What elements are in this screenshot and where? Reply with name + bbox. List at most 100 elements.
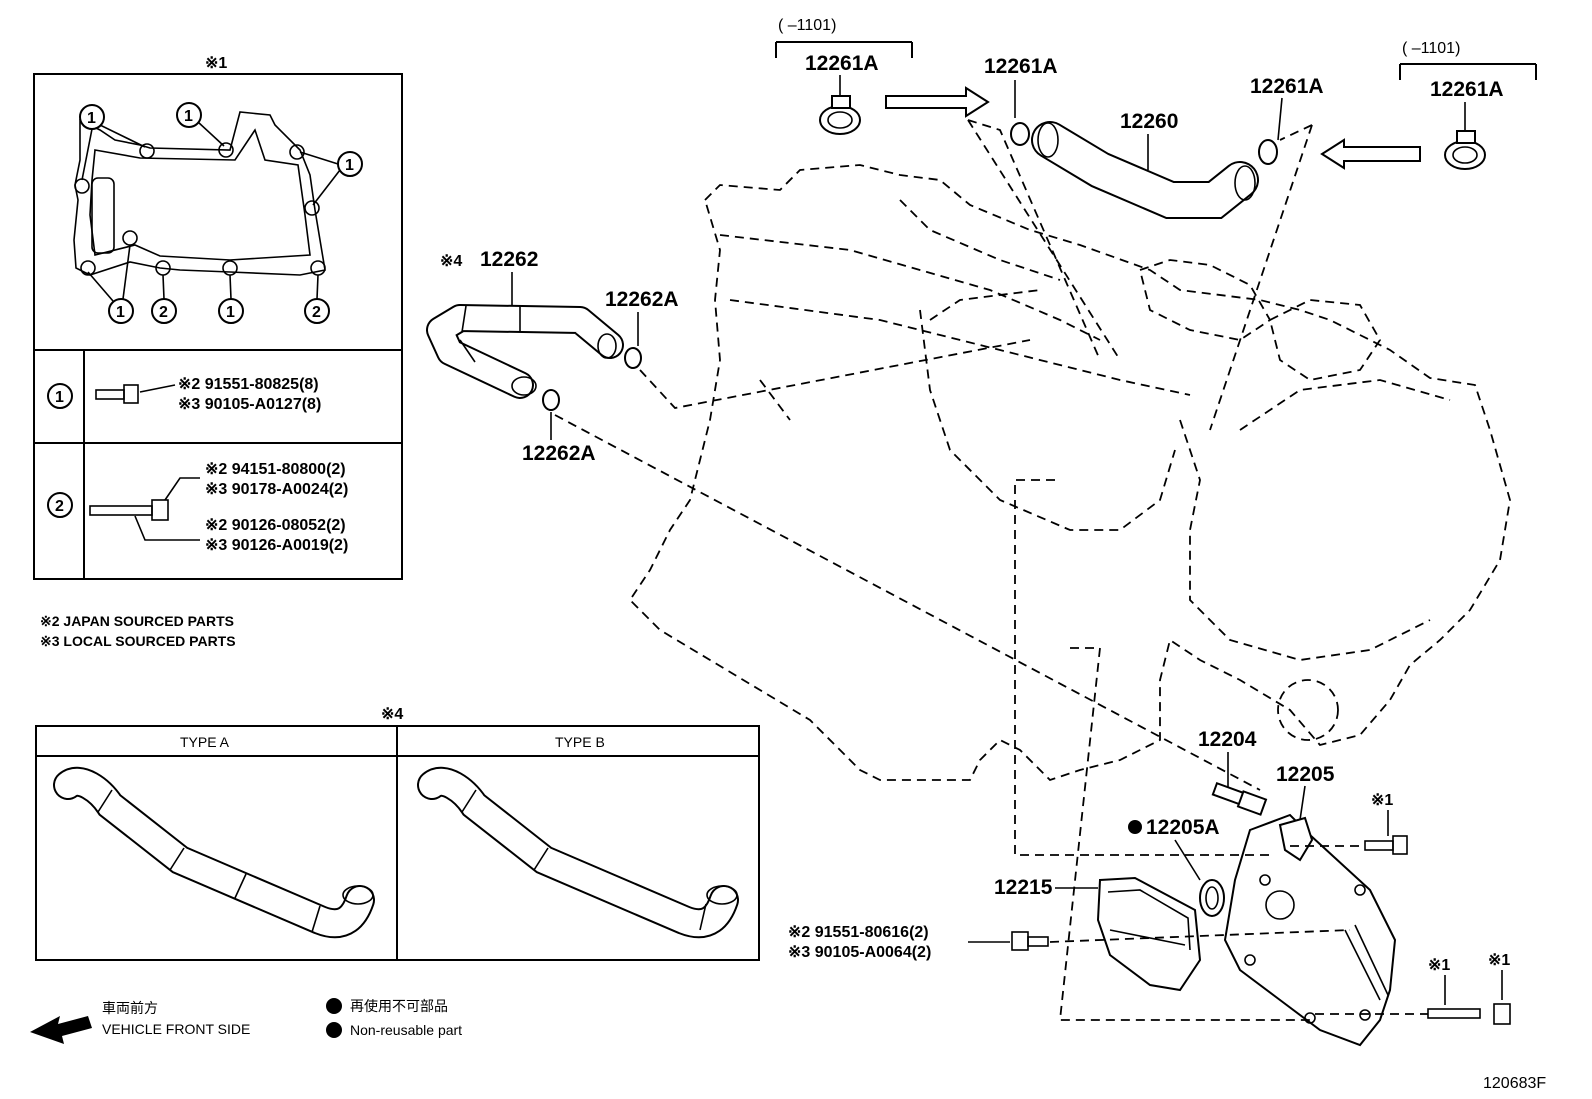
svg-text:1: 1 [184,108,193,125]
row1-part-local: ※3 90105-A0127(8) [178,396,321,413]
bolt-mark-1: ※1 [1371,792,1393,809]
gasket-hole [289,144,305,160]
label-12261a-4: 12261A [1430,78,1504,101]
stud-icon [89,505,153,516]
clamp-ring-icon [624,347,642,369]
gasket-hole [222,260,238,276]
label-12204: 12204 [1198,728,1257,751]
note-local-sourced: ※3 LOCAL SOURCED PARTS [40,633,236,649]
svg-text:1: 1 [226,304,235,321]
callout-1: 1 [176,102,225,147]
gasket-hole [122,230,138,246]
gasket-hole [80,260,96,276]
legend-front-en: VEHICLE FRONT SIDE [102,1021,250,1037]
label-12261a-1: 12261A [805,52,879,75]
label-12261a-3: 12261A [1250,75,1324,98]
svg-text:1: 1 [345,157,354,174]
hose-clamp-icon [819,95,861,135]
callout-2: 2 [304,274,330,324]
figure-id: 120683F [1483,1075,1546,1092]
row1-part-japan: ※2 91551-80825(8) [178,376,319,393]
gasket-hole [139,143,155,159]
screw-part-local: ※3 90105-A0064(2) [788,944,931,961]
bullet-icon [326,998,342,1014]
gasket-hole [74,178,90,194]
water-hose-12260 [1031,121,1259,219]
direction-arrow-icon [885,86,990,118]
water-hose-12262 [426,304,624,399]
nut-icon [151,499,169,521]
clamp-range-2: ( –1101) [1402,40,1460,57]
front-arrow-icon [30,1016,92,1044]
stud-bolt-icon [1427,1008,1481,1019]
svg-text:1: 1 [87,110,96,127]
legend-nonreusable-jp: 再使用不可部品 [350,998,448,1014]
screw-icon [1011,931,1049,951]
screw-part-japan: ※2 91551-80616(2) [788,924,929,941]
gasket-hole [218,142,234,158]
gasket-slot [91,177,115,254]
gasket-hole [304,200,320,216]
label-12261a-2: 12261A [984,55,1058,78]
callout-2: 2 [151,274,177,324]
upper-hose-assembly: ( –1101) 12261A 12261A 12260 12261A ( – [775,17,1537,431]
type-b-heading: TYPE B [555,734,605,750]
hose-types-title: ※4 [381,706,403,723]
bolt-row-2: 2 ※2 94151-80800(2) ※3 90178-A0024(2) ※2… [47,461,348,554]
row2-stud-local: ※3 90126-A0019(2) [205,537,348,554]
svg-text:2: 2 [159,304,168,321]
engine-block [628,164,1511,782]
water-inlet-assembly: 12204 12205 12205A 12215 [788,479,1511,1047]
row2-nut-japan: ※2 94151-80800(2) [205,461,346,478]
water-inlet-housing [1223,813,1397,1047]
callout-1: 1 [218,274,244,324]
legend: 車両前方 VEHICLE FRONT SIDE 再使用不可部品 Non-reus… [30,998,462,1044]
bolt-icon [95,389,125,400]
legend-nonreusable-en: Non-reusable part [350,1022,462,1038]
thermostat-12215 [1096,876,1202,992]
gasket-outline [73,111,326,276]
bolt-mark-2: ※1 [1428,957,1450,974]
flange-bolt-icon [1364,835,1408,855]
type-a-heading: TYPE A [180,734,230,750]
callout-1: 1 [79,104,146,181]
nut-icon [1493,1003,1511,1025]
label-12205a: 12205A [1146,816,1220,839]
bolt-mark-3: ※1 [1488,952,1510,969]
svg-text:2: 2 [55,498,64,515]
svg-text:1: 1 [55,389,64,406]
hose-types-inset: ※4 TYPE A TYPE B [35,706,760,961]
gasket-inset-title: ※1 [205,55,227,72]
legend-front-jp: 車両前方 [102,1000,158,1016]
gasket-inset: ※1 1 1 1 [33,55,403,580]
label-12262a-2: 12262A [522,442,596,465]
hose-type-b [417,766,739,939]
row2-nut-local: ※3 90178-A0024(2) [205,481,348,498]
bolt-row-1: 1 ※2 91551-80825(8) ※3 90105-A0127(8) [47,376,321,413]
direction-arrow-icon [1320,138,1421,170]
bypass-hose-assembly: ※4 12262 12262A 12262A [426,248,1261,791]
hose-type-a [53,766,375,939]
label-12262: 12262 [480,248,538,271]
bullet-icon [326,1022,342,1038]
clamp-ring-icon [1010,122,1030,146]
label-12262-mark: ※4 [440,253,462,270]
clamp-ring-icon [1258,139,1278,165]
callout-1: 1 [299,151,363,206]
note-japan-sourced: ※2 JAPAN SOURCED PARTS [40,613,234,629]
bypass-pipe-12204 [1211,781,1268,816]
label-12262a-1: 12262A [605,288,679,311]
svg-text:2: 2 [312,304,321,321]
clamp-ring-icon [542,389,560,411]
inset-frame [33,73,403,580]
gasket-ring-icon [1199,879,1225,917]
gasket-hole [310,260,326,276]
crank-pulley [1277,679,1339,741]
clamp-range-1: ( –1101) [778,17,836,34]
row2-stud-japan: ※2 90126-08052(2) [205,517,346,534]
label-12215: 12215 [994,876,1053,899]
hose-clamp-icon [1444,130,1486,170]
svg-text:1: 1 [116,304,125,321]
callout-1: 1 [87,244,134,324]
